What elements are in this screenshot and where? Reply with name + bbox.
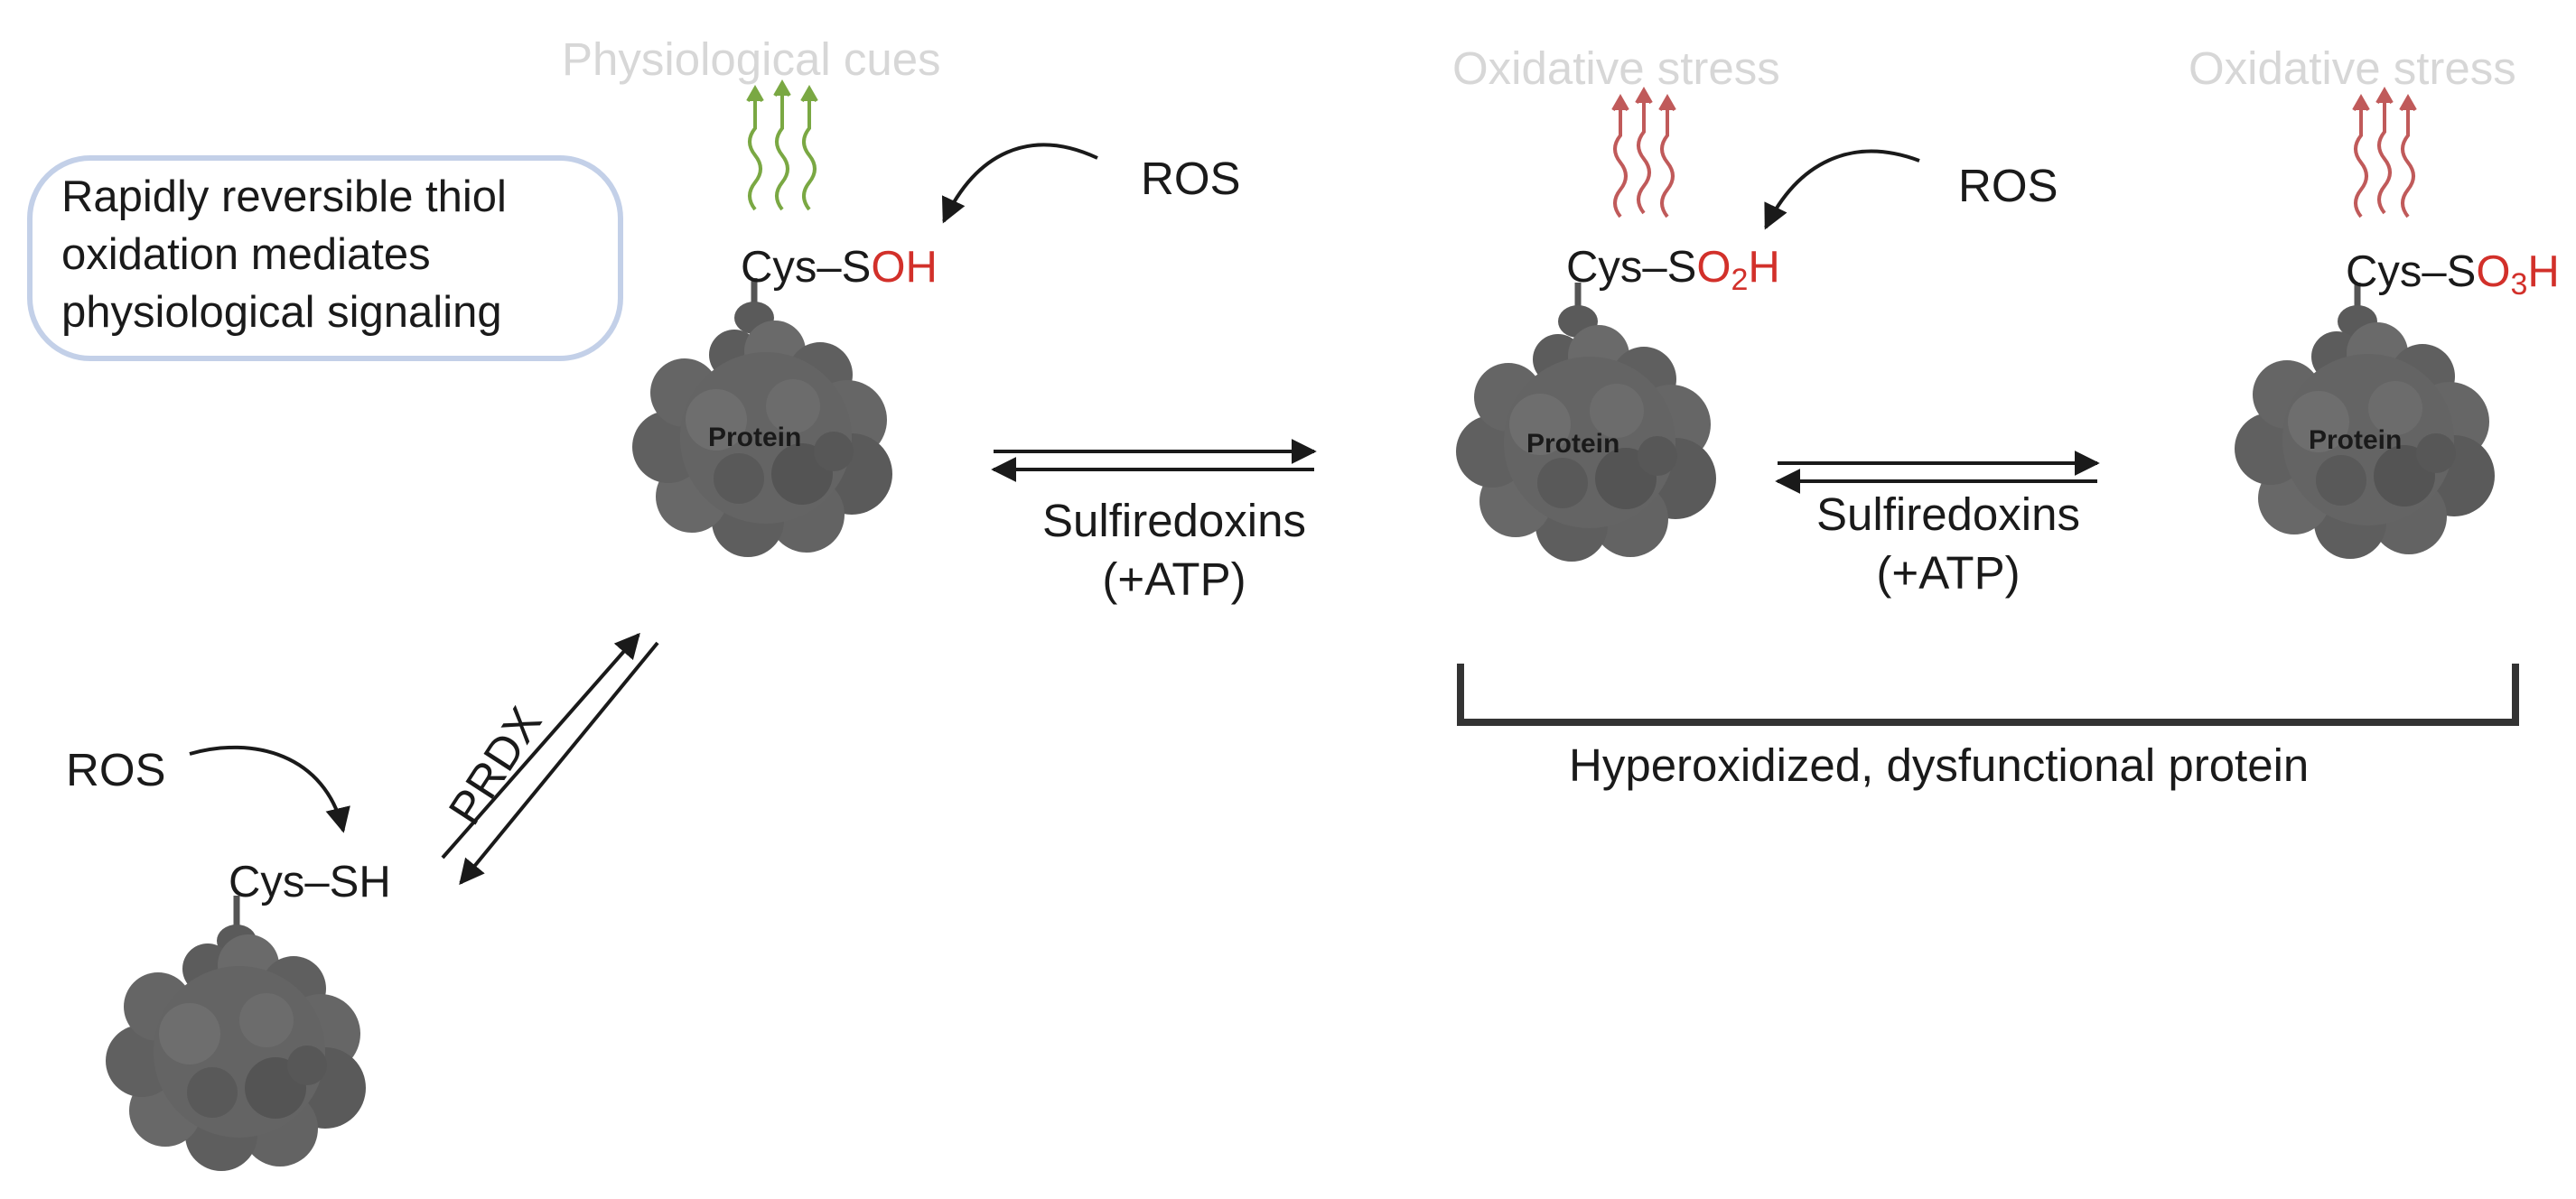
cys-so2h-o: O bbox=[1696, 243, 1731, 292]
info-line-2: oxidation mediates bbox=[61, 230, 431, 279]
atp-label-1: (+ATP) bbox=[1102, 553, 1246, 605]
cys-so2h-label: Cys–SO2H bbox=[1566, 243, 1780, 296]
oxidative-stress-waves-1 bbox=[1611, 86, 1676, 218]
cys-soh-prefix: Cys–S bbox=[741, 243, 872, 292]
ros-label-1: ROS bbox=[1141, 153, 1241, 204]
protein-reduced bbox=[106, 896, 366, 1171]
protein-label-sulfonic: Protein bbox=[2309, 425, 2403, 455]
ros-label-2: ROS bbox=[1958, 160, 2058, 211]
protein-sulfinic bbox=[1456, 283, 1716, 562]
info-line-1: Rapidly reversible thiol bbox=[61, 172, 507, 221]
cys-so3h-label: Cys–SO3H bbox=[2346, 247, 2560, 301]
cys-sh-label: Cys–SH bbox=[229, 858, 391, 906]
sulfiredoxins-name-1: Sulfiredoxins bbox=[1042, 495, 1306, 546]
ros-arrow-2 bbox=[1764, 149, 1920, 230]
cys-so2h-prefix: Cys–S bbox=[1566, 243, 1697, 292]
hyperoxidized-label: Hyperoxidized, dysfunctional protein bbox=[1569, 739, 2310, 791]
protein-label-sulfenic: Protein bbox=[708, 423, 802, 452]
cys-so3h-o: O bbox=[2476, 247, 2511, 296]
sulfiredoxins-label-2: Sulfiredoxins (+ATP) bbox=[1813, 486, 2084, 603]
oxidative-stress-waves-2 bbox=[2352, 86, 2417, 218]
oxidative-stress-label-1: Oxidative stress bbox=[1452, 42, 1780, 94]
cys-so2h-h: H bbox=[1748, 243, 1780, 292]
cys-so2h-subscript: 2 bbox=[1731, 263, 1749, 297]
cys-so3h-h: H bbox=[2527, 247, 2560, 296]
protein-sulfonic bbox=[2235, 283, 2495, 559]
physiological-cues-label: Physiological cues bbox=[562, 33, 941, 85]
info-box: Rapidly reversible thiol oxidation media… bbox=[27, 155, 623, 361]
atp-label-2: (+ATP) bbox=[1876, 546, 2021, 599]
protein-sulfenic bbox=[632, 278, 892, 557]
cys-soh-group: OH bbox=[871, 243, 938, 292]
physiological-cue-waves bbox=[746, 79, 818, 211]
cys-so3h-prefix: Cys–S bbox=[2346, 247, 2477, 296]
cys-soh-label: Cys–SOH bbox=[741, 246, 938, 290]
ros-arrow-3 bbox=[189, 745, 350, 833]
info-line-3: physiological signaling bbox=[61, 288, 502, 337]
prdx-forward-arrow bbox=[441, 632, 640, 860]
cys-so3h-subscript: 3 bbox=[2510, 267, 2528, 302]
sulfiredoxins-name-2: Sulfiredoxins bbox=[1816, 488, 2080, 540]
protein-label-sulfinic: Protein bbox=[1526, 429, 1620, 459]
ros-label-3: ROS bbox=[66, 744, 166, 795]
sulfiredoxins-label-1: Sulfiredoxins (+ATP) bbox=[1039, 492, 1310, 609]
oxidative-stress-label-2: Oxidative stress bbox=[2189, 42, 2516, 94]
hyperoxidized-bracket bbox=[1457, 664, 2519, 726]
ros-arrow-1 bbox=[941, 143, 1098, 224]
prdx-reverse-arrow bbox=[459, 641, 659, 886]
